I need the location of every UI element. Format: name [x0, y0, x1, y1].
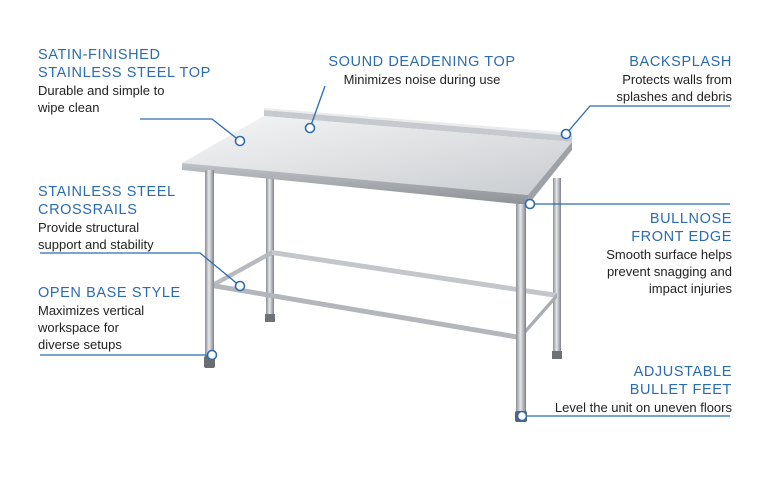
callout-title: STAINLESS STEEL CROSSRAILS: [38, 184, 176, 218]
callout-description: Smooth surface helps prevent snagging an…: [606, 247, 732, 296]
table-back-legs: [265, 176, 562, 359]
callout-description: Maximizes vertical workspace for diverse…: [38, 303, 145, 352]
callout-description: Provide structural support and stability: [38, 220, 154, 252]
callout-description: Protects walls from splashes and debris: [616, 72, 732, 104]
callout-title: SATIN-FINISHED STAINLESS STEEL TOP: [38, 47, 211, 81]
callout-title: OPEN BASE STYLE: [38, 285, 181, 301]
table-top: [182, 108, 572, 205]
crossrails: [212, 250, 557, 340]
callout-open-base: OPEN BASE STYLE Maximizes vertical works…: [38, 284, 181, 353]
callout-description: Minimizes noise during use: [343, 72, 501, 87]
callout-sound-deadening: SOUND DEADENING TOP Minimizes noise duri…: [324, 53, 520, 88]
callout-bullet-feet: ADJUSTABLE BULLET FEET Level the unit on…: [555, 363, 732, 416]
callout-title: BACKSPLASH: [629, 54, 732, 70]
callout-title: BULLNOSE FRONT EDGE: [631, 211, 732, 245]
callout-title: SOUND DEADENING TOP: [328, 54, 516, 70]
callout-backsplash: BACKSPLASH Protects walls from splashes …: [616, 53, 732, 105]
leader-lines: [40, 85, 730, 417]
table-front-legs: [204, 170, 527, 422]
callout-title: ADJUSTABLE BULLET FEET: [629, 364, 732, 398]
callout-description: Durable and simple to wipe clean: [38, 83, 165, 115]
callout-bullnose: BULLNOSE FRONT EDGE Smooth surface helps…: [606, 210, 732, 297]
callout-dots: [206, 122, 572, 422]
callout-top-finish: SATIN-FINISHED STAINLESS STEEL TOP Durab…: [38, 46, 211, 116]
callout-description: Level the unit on uneven floors: [554, 400, 732, 415]
callout-crossrails: STAINLESS STEEL CROSSRAILS Provide struc…: [38, 183, 176, 253]
